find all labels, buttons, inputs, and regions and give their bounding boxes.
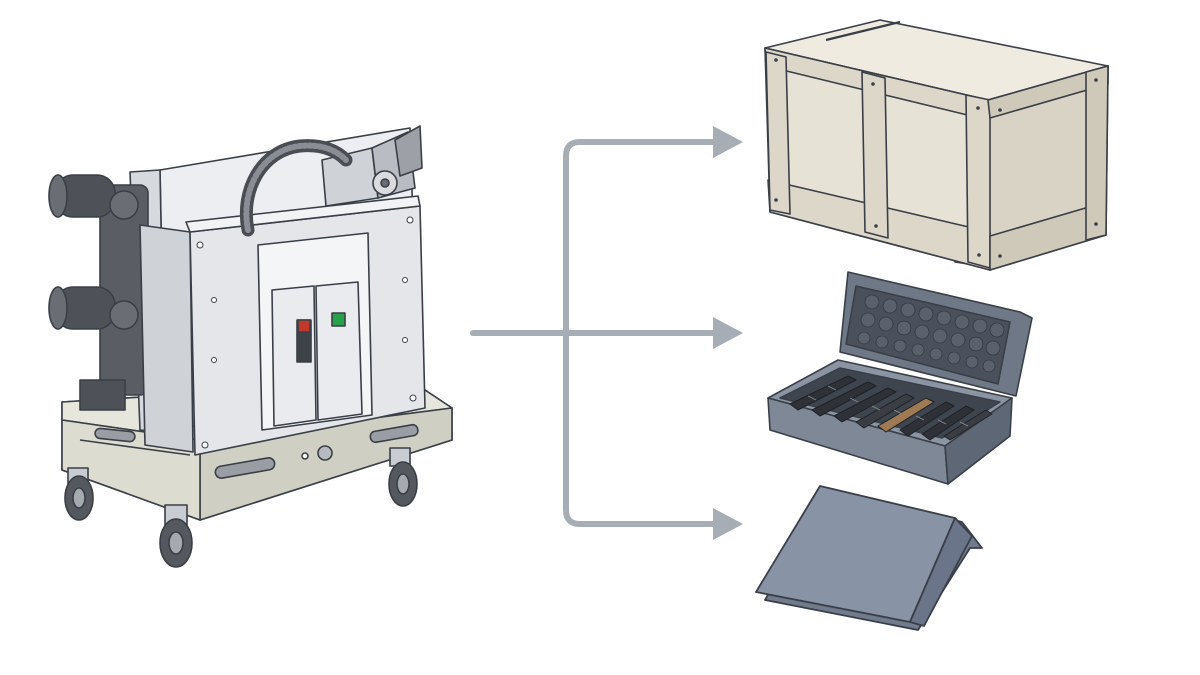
- breaker-insulator-poles: [48, 174, 149, 411]
- circuit-breaker-icon: [48, 125, 453, 568]
- breaker-wheels: [64, 447, 418, 568]
- arrowhead-parts-case: [713, 317, 743, 349]
- indicator-green-light: [331, 312, 346, 327]
- arrowhead-folder: [713, 508, 743, 540]
- arrowhead-crate: [713, 126, 743, 158]
- breaker-side-panel: [139, 224, 194, 453]
- breaker-door: [257, 232, 373, 431]
- connector-branch-top: [563, 139, 718, 527]
- indicator-red-light: [297, 319, 311, 333]
- breaker-mechanism-box: [321, 125, 423, 207]
- folder-icon: [755, 485, 983, 631]
- arrowheads: [713, 126, 743, 540]
- connector-arrows: [470, 139, 718, 527]
- parts-case-icon: [767, 271, 1033, 485]
- case-spare-parts: [789, 375, 993, 441]
- crate-icon: [764, 19, 1109, 271]
